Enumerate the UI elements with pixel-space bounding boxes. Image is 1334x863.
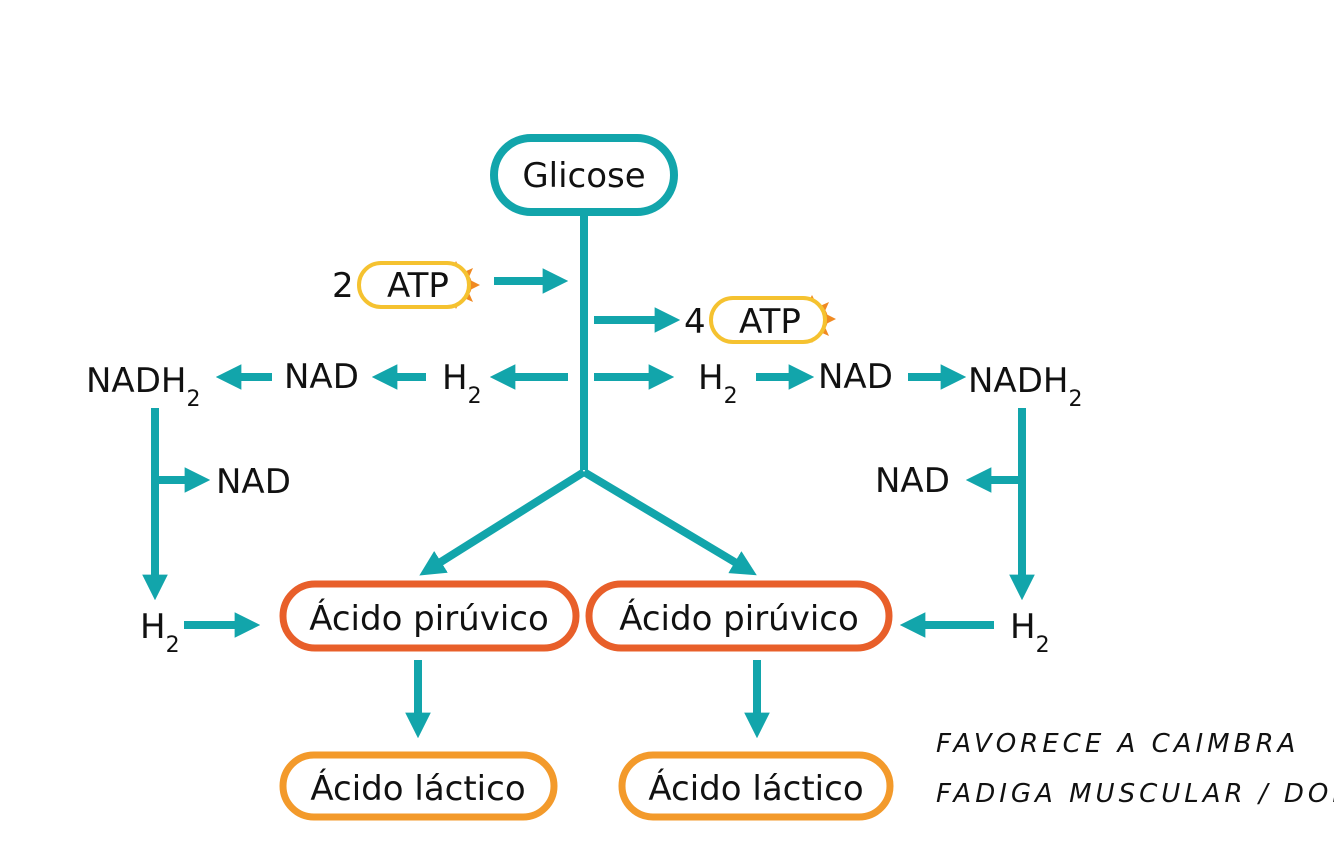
nad-left-released: NAD (216, 462, 291, 502)
pyruvic-acid-left-node: Ácido pirúvico (279, 580, 580, 652)
nad-right-released: NAD (875, 461, 950, 501)
arrow-to-pyruvic-left (419, 468, 587, 576)
atp-out-label: ATP (739, 302, 801, 342)
glucose-label: Glicose (522, 156, 645, 196)
pyruvic-acid-right-node: Ácido pirúvico (585, 580, 893, 652)
handwritten-note: FAVORECE A CAIMBRA FADIGA MUSCULAR / DOR (936, 729, 1334, 809)
atp-out-badge: ATP (709, 295, 836, 344)
arrow-to-pyruvic-right (581, 468, 757, 576)
lactic-acid-left-label: Ácido láctico (310, 768, 525, 809)
atp-in-badge: ATP (357, 261, 480, 309)
h2-right-bottom: H2 (1010, 607, 1050, 658)
nad-right-top: NAD (818, 357, 893, 397)
atp-out-count: 4 (684, 302, 706, 342)
glucose-node: Glicose (490, 134, 678, 216)
lactic-acid-right-label: Ácido láctico (648, 768, 863, 809)
h2-right-top: H2 (698, 358, 738, 409)
nadh2-right: NADH2 (968, 361, 1082, 412)
pyruvic-acid-right-label: Ácido pirúvico (619, 598, 859, 639)
pyruvic-acid-left-label: Ácido pirúvico (309, 598, 549, 639)
h2-left-top: H2 (442, 358, 482, 409)
atp-in-count: 2 (332, 266, 354, 306)
lactic-acid-left-node: Ácido láctico (279, 751, 558, 821)
nadh2-left: NADH2 (86, 361, 200, 412)
atp-in-label: ATP (387, 266, 449, 306)
handwritten-note-line1: FAVORECE A CAIMBRA (936, 729, 1299, 759)
handwritten-note-line2: FADIGA MUSCULAR / DOR (936, 779, 1334, 809)
nad-left-top: NAD (284, 357, 359, 397)
lactic-acid-right-node: Ácido láctico (618, 751, 894, 821)
h2-left-bottom: H2 (140, 607, 180, 658)
